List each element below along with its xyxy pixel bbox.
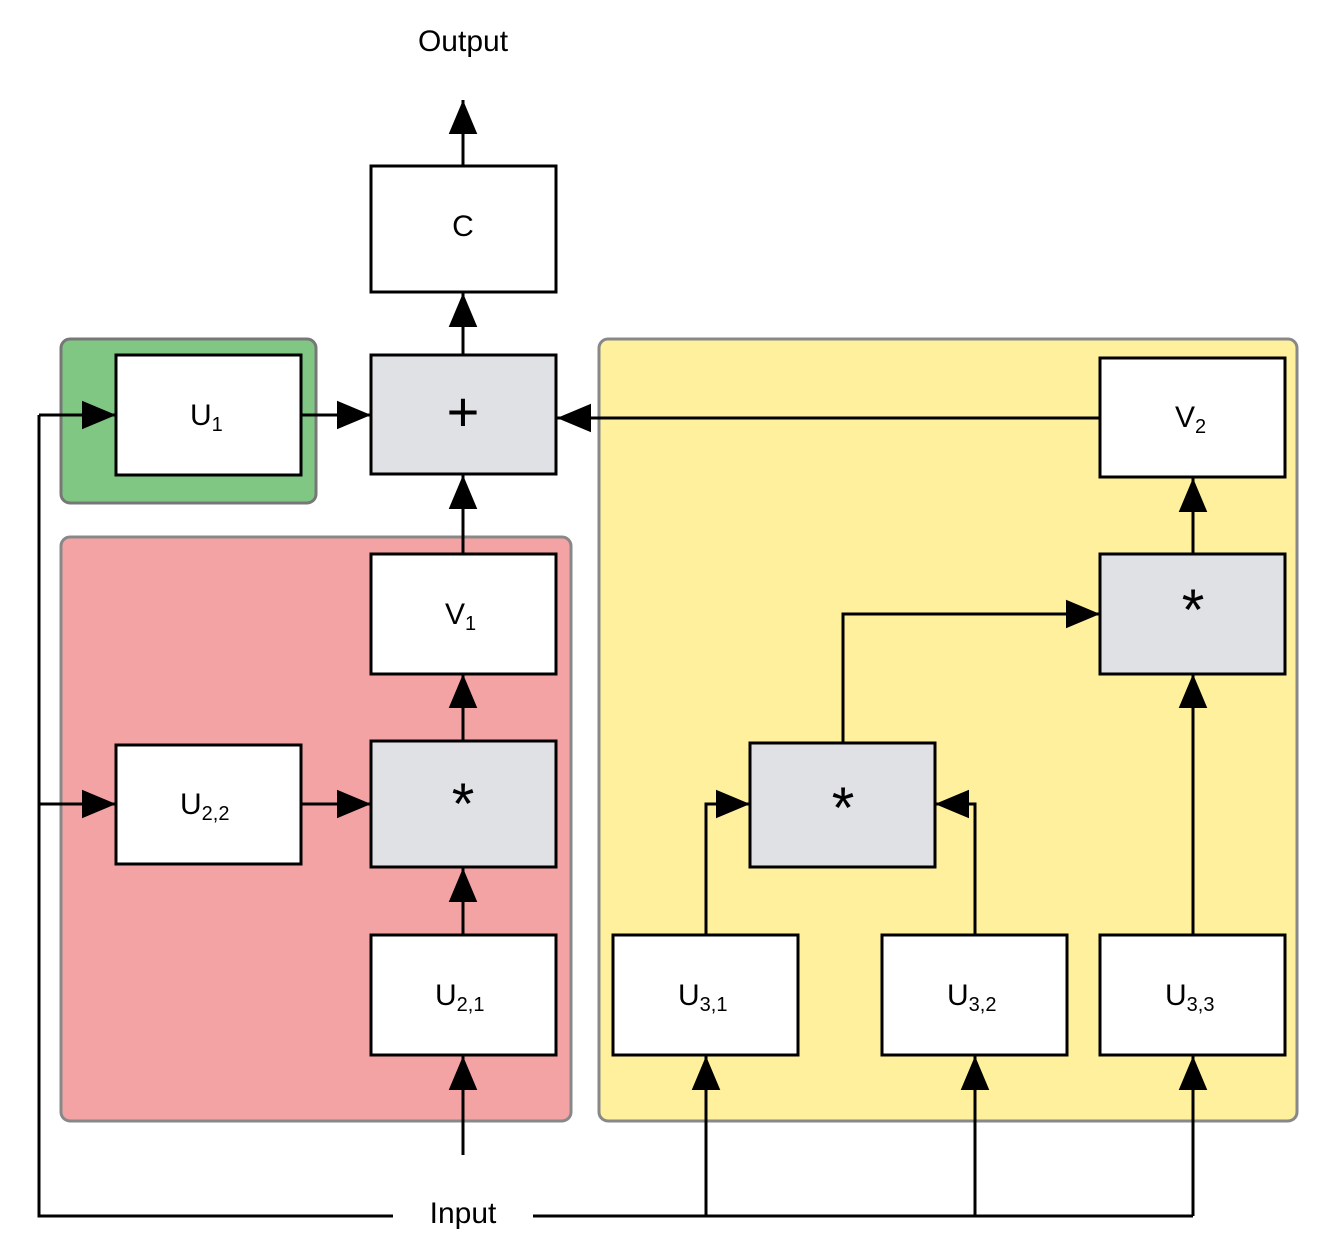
mul-red-label: * [452, 772, 475, 837]
module-yellow [597, 337, 1299, 1123]
box-u1 [114, 353, 303, 477]
box-mul-red [369, 739, 558, 869]
c-label: C [452, 210, 474, 243]
box-u22 [114, 743, 303, 866]
arrow-mul-low-to-mul-high [841, 599, 1100, 743]
input-label: Input [430, 1197, 497, 1230]
box-v1 [369, 552, 558, 676]
box-u33 [1098, 933, 1287, 1057]
u21-label: U2,1 [435, 979, 484, 1016]
u1-label: U1 [190, 399, 223, 436]
box-mul-low [748, 741, 937, 869]
input-bus-left [37, 415, 393, 1218]
u32-label: U3,2 [947, 979, 996, 1016]
plus-label: + [447, 380, 480, 443]
mul-yellow-low-label: * [832, 776, 855, 841]
box-plus [369, 353, 558, 476]
arrow-u32-to-mul-low [935, 789, 977, 935]
v1-label: V1 [445, 598, 476, 635]
u22-label: U2,2 [180, 788, 229, 825]
box-v2 [1098, 356, 1287, 479]
box-mul-high [1098, 552, 1287, 676]
box-u31 [611, 933, 800, 1057]
connectors [37, 100, 1208, 1218]
box-c [369, 164, 558, 294]
u33-label: U3,3 [1165, 979, 1214, 1016]
u31-label: U3,1 [678, 979, 727, 1016]
v2-label: V2 [1175, 401, 1206, 438]
mul-yellow-high-label: * [1182, 578, 1205, 643]
output-label: Output [418, 25, 509, 58]
arrow-u31-to-mul-low [704, 789, 750, 935]
boxes [114, 164, 1287, 1057]
box-u32 [880, 933, 1069, 1057]
box-u21 [369, 933, 558, 1057]
